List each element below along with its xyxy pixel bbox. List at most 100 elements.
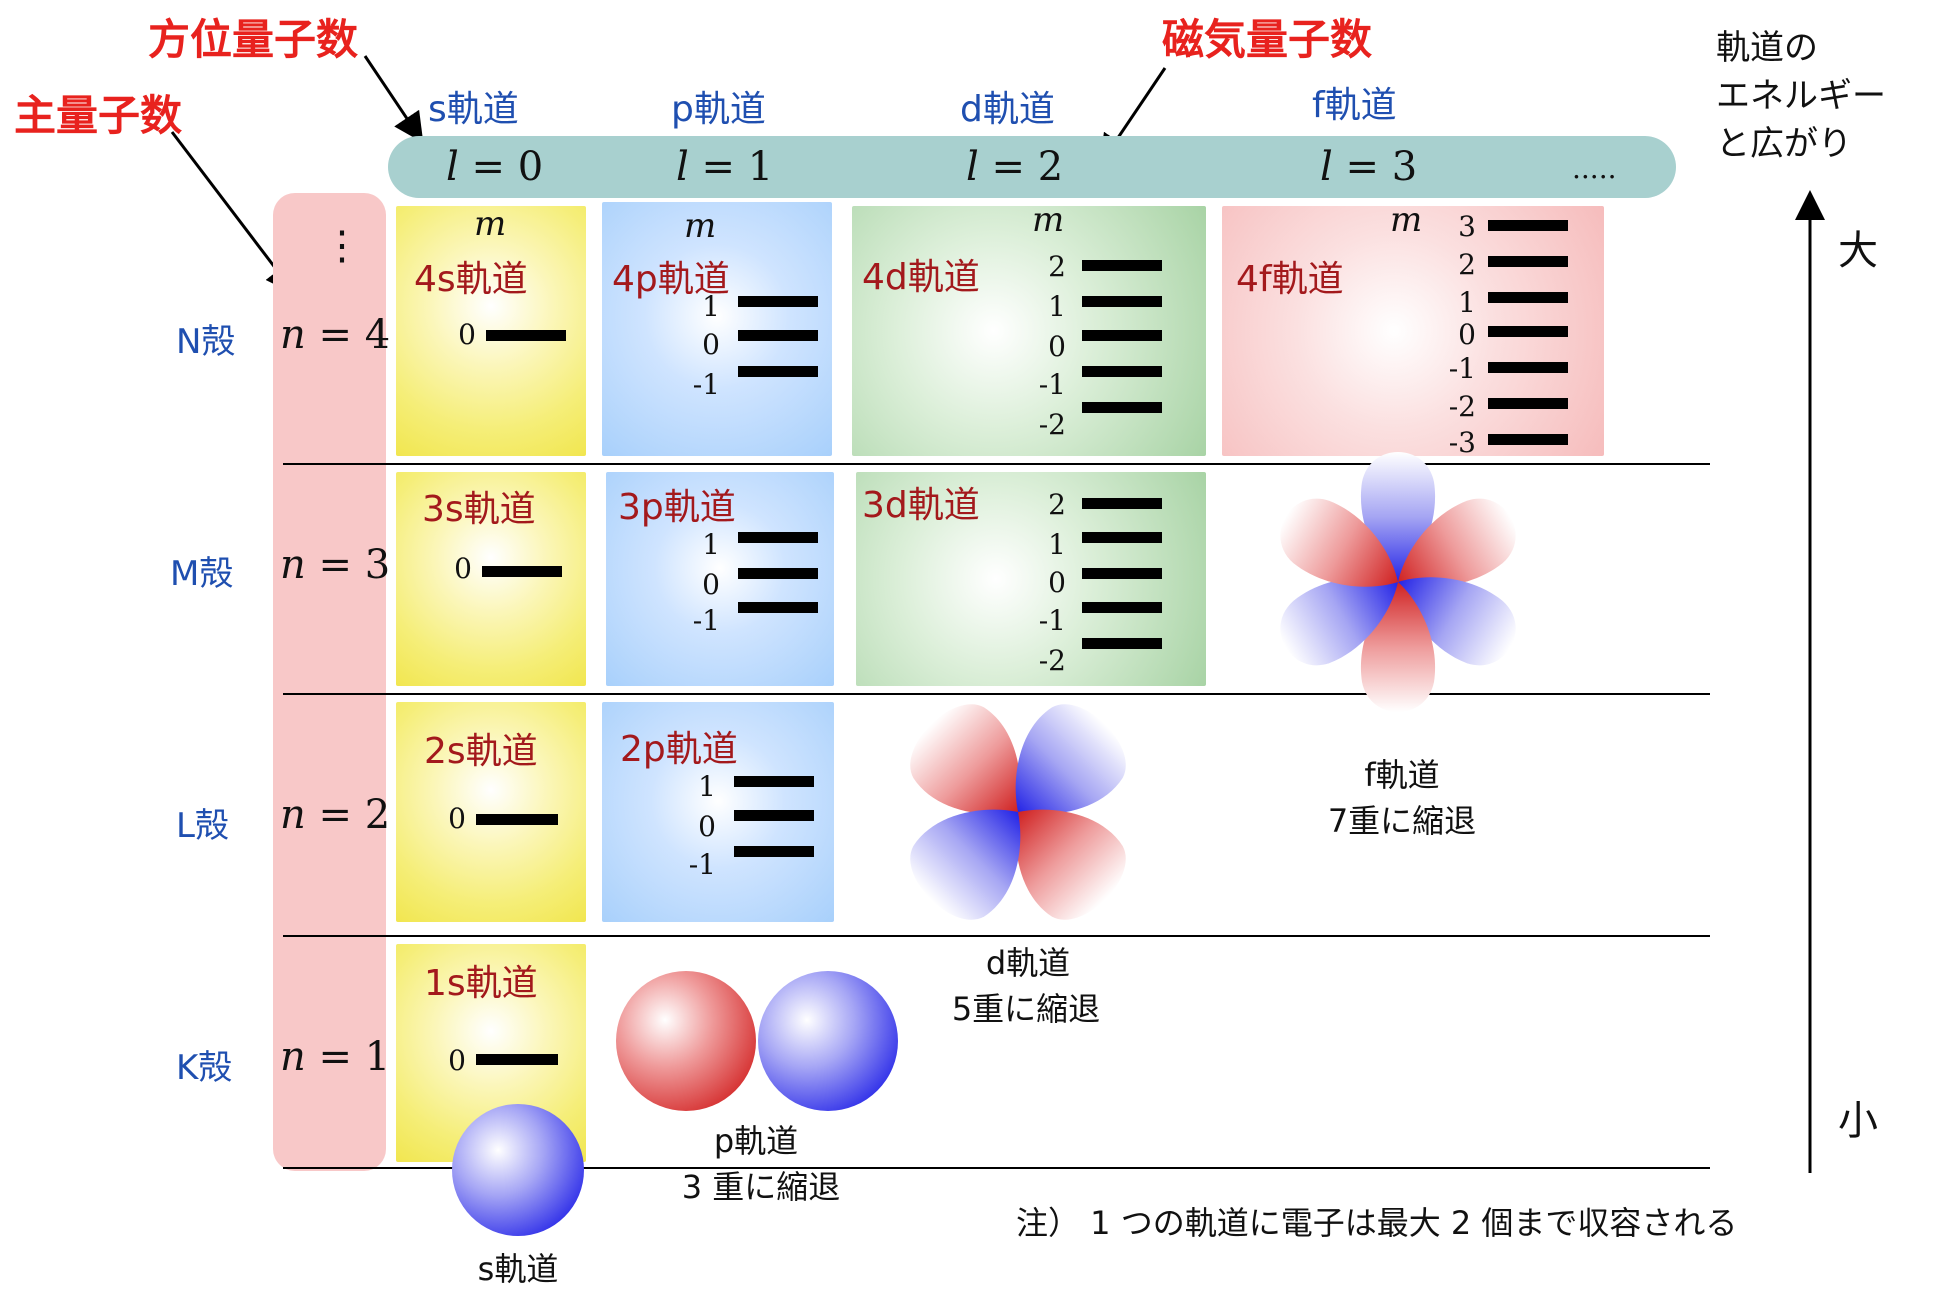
orbital-level-bar xyxy=(738,296,818,307)
orbital-label-4p: 4p軌道 xyxy=(612,259,730,300)
energy-axis-title-line: エネルギー xyxy=(1716,76,1886,116)
orbital-label-4f: 4f軌道 xyxy=(1236,259,1344,300)
energy-axis-title-line: と広がり xyxy=(1716,124,1852,164)
l-equals: = 3 xyxy=(1332,144,1418,190)
orbital-level-bar xyxy=(476,814,558,825)
band-ellipsis: ..... xyxy=(1572,152,1617,185)
shell-divider xyxy=(283,935,1710,937)
shell-label-l: L殻 xyxy=(176,806,229,846)
d-orbital-lobes-icon xyxy=(910,704,1126,920)
m-value: 3 xyxy=(1458,210,1476,243)
principal-arrow xyxy=(170,131,296,295)
orbital-level-bar xyxy=(1082,498,1162,509)
m-value: 1 xyxy=(1048,528,1066,561)
m-value: 0 xyxy=(1048,330,1066,363)
s-orbital-sphere-icon xyxy=(452,1104,584,1236)
m-value: 0 xyxy=(458,318,476,351)
column-header-f: f軌道 xyxy=(1312,85,1397,126)
m-value: -2 xyxy=(1038,644,1066,677)
orbital-level-bar xyxy=(486,330,566,341)
orbital-label-4s: 4s軌道 xyxy=(414,259,528,300)
n-symbol: n xyxy=(280,792,306,838)
orbital-label-3d: 3d軌道 xyxy=(862,485,980,526)
energy-axis-title-line: 軌道の xyxy=(1716,28,1818,68)
orbital-label-2p: 2p軌道 xyxy=(620,729,738,770)
s-orbital-caption: s軌道 xyxy=(477,1250,559,1288)
n-value-1: n = 1 xyxy=(280,1034,390,1080)
l-equals: = 0 xyxy=(458,144,544,190)
n-symbol: n xyxy=(280,312,306,358)
orbital-level-bar xyxy=(1082,260,1162,271)
n-symbol: n xyxy=(280,1034,306,1080)
orbital-level-bar xyxy=(734,776,814,787)
m-value: 1 xyxy=(702,528,720,561)
m-value: 2 xyxy=(1458,248,1476,281)
m-value: 0 xyxy=(454,552,472,585)
m-value: 1 xyxy=(1048,290,1066,323)
d-orbital-caption: d軌道 xyxy=(985,944,1071,982)
energy-high-label: 大 xyxy=(1838,228,1878,274)
m-value: -1 xyxy=(688,848,716,881)
orbital-level-bar xyxy=(1082,366,1162,377)
shell-label-k: K殻 xyxy=(176,1048,233,1088)
orbital-level-bar xyxy=(1488,292,1568,303)
orbital-level-bar xyxy=(738,330,818,341)
azimuthal-arrow xyxy=(363,55,424,143)
magnetic-quantum-number-title: 磁気量子数 xyxy=(1162,15,1373,64)
n-equals: = 2 xyxy=(305,792,391,838)
m-value: -2 xyxy=(1448,390,1476,423)
orbital-level-bar xyxy=(476,1054,558,1065)
m-value: 0 xyxy=(702,328,720,361)
p-orbital-lobes-icon xyxy=(616,971,898,1111)
m-value: 0 xyxy=(448,1044,466,1077)
f-orbital-lobes-icon xyxy=(1280,452,1516,712)
orbital-level-bar xyxy=(1082,638,1162,649)
n-value-3: n = 3 xyxy=(280,542,390,588)
m-value: 0 xyxy=(448,802,466,835)
shell-label-n: N殻 xyxy=(176,322,236,362)
m-value: -3 xyxy=(1448,426,1476,459)
column-header-d: d軌道 xyxy=(960,89,1055,130)
orbital-box-3s xyxy=(396,472,586,686)
m-value: 1 xyxy=(702,290,720,323)
orbital-level-bar xyxy=(1488,220,1568,231)
orbital-level-bar xyxy=(1082,532,1162,543)
m-value: -1 xyxy=(692,604,720,637)
orbital-box-4p xyxy=(602,202,832,456)
orbital-level-bar xyxy=(738,568,818,579)
m-value: 2 xyxy=(1048,488,1066,521)
shell-divider xyxy=(283,693,1710,695)
m-value: 0 xyxy=(1048,566,1066,599)
l-symbol: l xyxy=(1320,144,1333,190)
m-header-s: m xyxy=(474,204,507,244)
orbital-label-3s: 3s軌道 xyxy=(422,489,536,530)
orbital-label-4d: 4d軌道 xyxy=(862,257,980,298)
m-header-p: m xyxy=(684,206,717,246)
orbital-label-1s: 1s軌道 xyxy=(424,963,538,1004)
l-value-p: l = 1 xyxy=(676,144,773,190)
m-value: -1 xyxy=(1038,368,1066,401)
n-value-band xyxy=(273,193,386,1171)
orbital-level-bar xyxy=(1488,326,1568,337)
orbital-level-bar xyxy=(482,566,562,577)
m-value: 1 xyxy=(1458,286,1476,319)
shell-divider xyxy=(283,463,1710,465)
orbital-level-bar xyxy=(1082,402,1162,413)
column-header-s: s軌道 xyxy=(428,89,519,130)
orbital-level-bar xyxy=(1082,296,1162,307)
capacity-note: 注） 1 つの軌道に電子は最大 2 個まで収容される xyxy=(1016,1204,1738,1242)
m-value: -1 xyxy=(1448,352,1476,385)
n-symbol: n xyxy=(280,542,306,588)
energy-axis-title: 軌道の エネルギー と広がり xyxy=(1716,24,1886,168)
orbital-level-bar xyxy=(1488,434,1568,445)
l-value-s: l = 0 xyxy=(446,144,543,190)
orbital-box-2s xyxy=(396,702,586,922)
f-orbital-degeneracy: 7重に縮退 xyxy=(1327,802,1477,840)
m-header-d: m xyxy=(1032,200,1065,240)
l-value-f: l = 3 xyxy=(1320,144,1417,190)
orbital-level-bar xyxy=(1082,330,1162,341)
orbital-level-bar xyxy=(738,366,818,377)
orbital-level-bar xyxy=(1488,256,1568,267)
m-value: 0 xyxy=(702,568,720,601)
n-value-2: n = 2 xyxy=(280,792,390,838)
